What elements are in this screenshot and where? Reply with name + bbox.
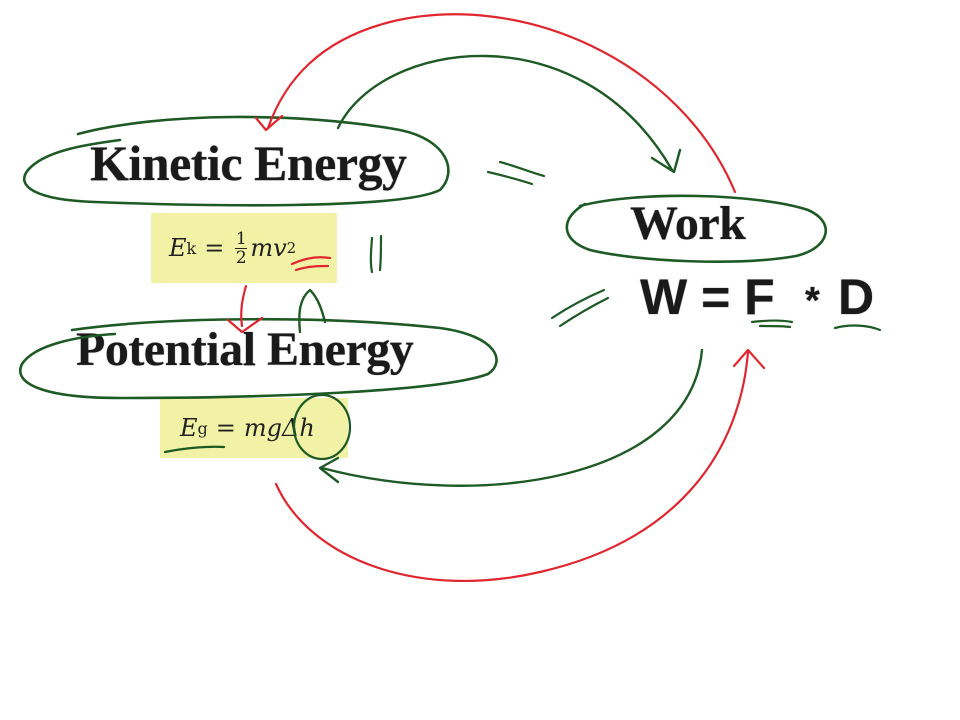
kinetic-formula-equals: = (204, 234, 225, 262)
work-equation-lhs: W = F (640, 269, 775, 325)
kinetic-formula-lhs-sub: k (186, 238, 197, 258)
kinetic-to-work-arrowhead (650, 148, 682, 174)
potential-to-work-red-arrow (274, 350, 750, 583)
potential-energy-title: Potential Energy (76, 323, 414, 376)
potential-formula-equals: = (215, 414, 236, 442)
kinetic-formula-rhs: mv (250, 234, 287, 262)
potential-formula-lhs-sub: g (197, 418, 208, 438)
potential-formula-rhs: mgΔh (243, 414, 315, 442)
fraction-numerator: 1 (235, 228, 247, 249)
kinetic-energy-title: Kinetic Energy (90, 135, 407, 191)
kinetic-formula-rhs-sup: 2 (286, 239, 297, 257)
work-equation-d: D (838, 269, 874, 325)
work-to-kinetic-red-arrowhead (254, 114, 284, 132)
fraction-denominator: 2 (235, 247, 247, 268)
kinetic-formula-lhs: E (169, 234, 187, 262)
d-underline (833, 324, 882, 332)
work-to-potential-arrowhead (318, 456, 340, 484)
work-equation: W = F (640, 268, 775, 326)
equals-mark-bottom (550, 288, 610, 328)
kinetic-formula-fraction: 1 2 (235, 228, 248, 268)
kinetic-to-potential-red-arrow (240, 284, 248, 328)
equals-mark-top (486, 160, 546, 186)
work-title: Work (630, 197, 746, 250)
fraction-bar (235, 247, 248, 249)
potential-formula-lhs: E (180, 414, 198, 442)
potential-to-work-red-arrowhead (732, 348, 766, 370)
multiply-operator: * (805, 280, 820, 322)
parallel-mark-middle (369, 234, 383, 274)
